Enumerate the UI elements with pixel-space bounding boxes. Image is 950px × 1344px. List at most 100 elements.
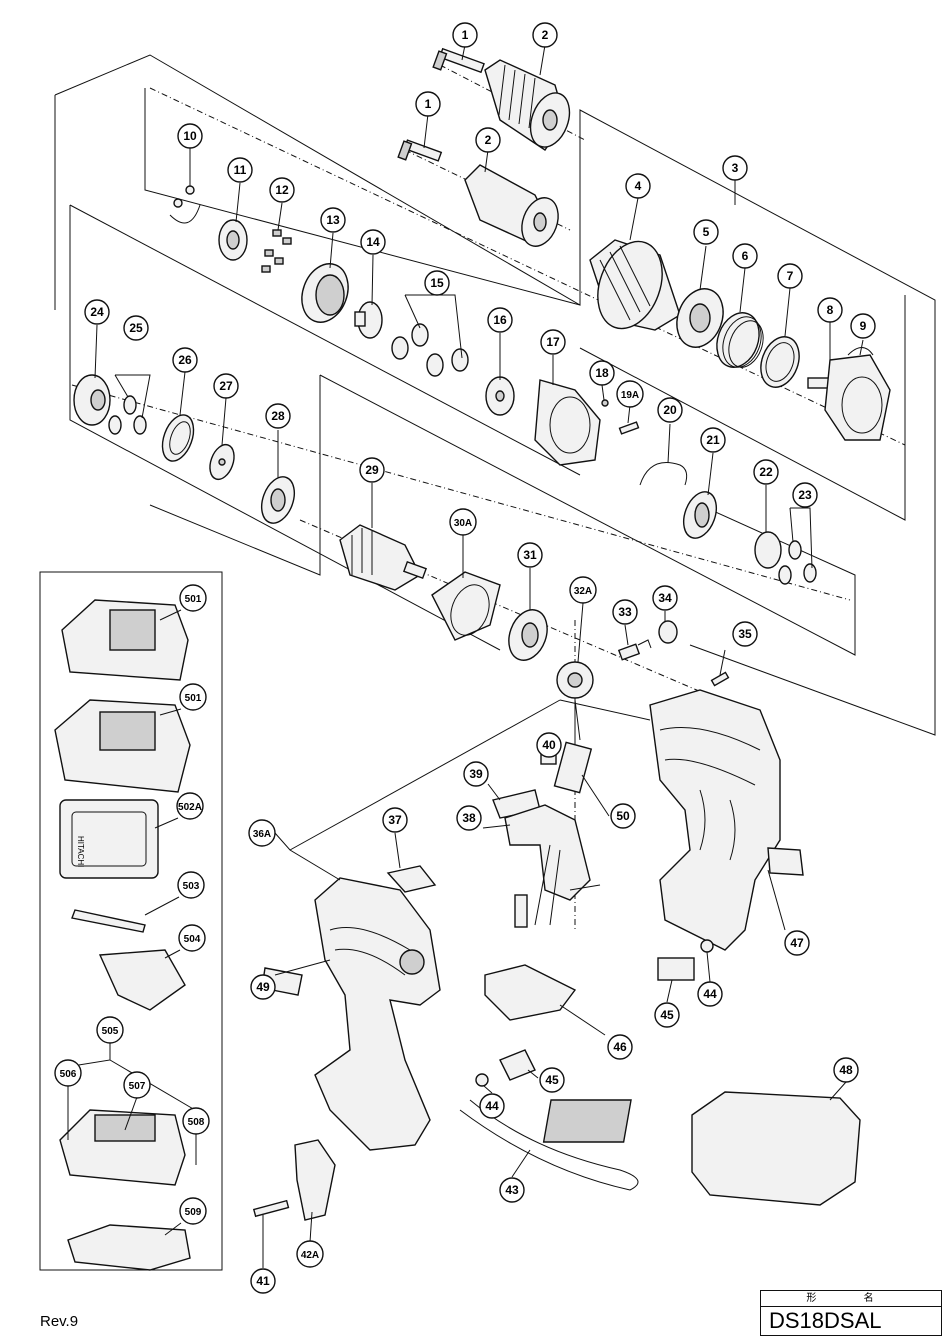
spindle-shape-8: [807, 354, 891, 441]
callout-label: 28: [271, 409, 285, 423]
callout-504: 504: [178, 924, 206, 952]
callout-23: 23: [792, 482, 818, 508]
callout-14: 14: [360, 229, 386, 255]
callout-21: 21: [700, 427, 726, 453]
chuck-shape-2b: [464, 164, 559, 247]
brush-shape-33: [617, 639, 652, 661]
housing-right-shape: [649, 689, 781, 951]
cap-shape-34: [658, 620, 678, 644]
screw-shape-18: [601, 399, 609, 407]
callout-label: 1: [462, 28, 469, 42]
model-label: 形 名: [761, 1291, 941, 1307]
callout-39: 39: [463, 761, 489, 787]
planet-gears-23: [778, 540, 817, 585]
callout-507: 507: [123, 1071, 151, 1099]
screw-shape-1b: [397, 139, 443, 162]
callout-label: 8: [827, 303, 834, 317]
holder-shape-32A: [556, 661, 594, 741]
callout-37: 37: [382, 807, 408, 833]
callout-11: 11: [227, 157, 253, 183]
callout-label: 504: [184, 934, 201, 945]
callout-6: 6: [732, 243, 758, 269]
callout-29: 29: [359, 457, 385, 483]
callout-label: 9: [860, 319, 867, 333]
callout-50: 50: [610, 803, 636, 829]
panel-frames: [39, 54, 936, 1271]
charger-shape-501a: [61, 599, 189, 681]
plate-shape-28: [260, 476, 296, 524]
callout-label: 23: [798, 488, 812, 502]
callout-label: 13: [326, 213, 340, 227]
callout-label: 38: [462, 811, 476, 825]
callout-label: 43: [505, 1183, 519, 1197]
callout-22: 22: [753, 459, 779, 485]
callout-label: 49: [256, 980, 270, 994]
screw-shape-19A: [618, 421, 640, 435]
callout-27: 27: [213, 373, 239, 399]
screw-shape-1a: [432, 47, 485, 74]
callout-32A: 32A: [569, 576, 597, 604]
callout-8: 8: [817, 297, 843, 323]
cap-shape-31: [508, 609, 548, 661]
callout-label: 1: [425, 97, 432, 111]
callout-label: 31: [523, 548, 537, 562]
callout-15: 15: [424, 270, 450, 296]
callout-2: 2: [532, 22, 558, 48]
callout-43: 43: [499, 1177, 525, 1203]
callout-label: 46: [613, 1040, 627, 1054]
callout-5: 5: [693, 219, 719, 245]
callout-35: 35: [732, 621, 758, 647]
callout-40: 40: [536, 732, 562, 758]
washer-shape-16: [485, 376, 515, 416]
callout-label: 18: [595, 366, 609, 380]
case-shape-505: [59, 1109, 186, 1186]
nut-shape-44b: [475, 1073, 489, 1087]
callout-label: 20: [663, 403, 677, 417]
leader-lines: [59, 44, 864, 1268]
callout-label: 21: [706, 433, 720, 447]
callout-1: 1: [415, 91, 441, 117]
callout-2: 2: [475, 127, 501, 153]
callout-30A: 30A: [449, 508, 477, 536]
callout-label: 44: [703, 987, 717, 1001]
callout-41: 41: [250, 1268, 276, 1294]
spring-shape-6: [716, 312, 764, 368]
clip-shape-20: [639, 462, 688, 486]
callout-505: 505: [96, 1016, 124, 1044]
charger-shape-501b: [54, 699, 191, 793]
callout-label: 48: [839, 1063, 853, 1077]
block-shape-45a: [657, 957, 695, 981]
callout-24: 24: [84, 299, 110, 325]
carrier-shape-22: [754, 531, 782, 569]
callout-label: 4: [635, 179, 642, 193]
screw-shape-41: [252, 1199, 290, 1218]
callout-label: 14: [366, 235, 380, 249]
callout-25: 25: [123, 315, 149, 341]
callout-label: 45: [545, 1073, 559, 1087]
callout-label: 11: [234, 163, 247, 177]
callout-16: 16: [487, 307, 513, 333]
callout-9: 9: [850, 313, 876, 339]
washer-shape-7: [760, 336, 800, 388]
housing-shape-30A: [431, 571, 501, 641]
callout-20: 20: [657, 397, 683, 423]
callout-31: 31: [517, 542, 543, 568]
callout-18: 18: [589, 360, 615, 386]
callout-42A: 42A: [296, 1240, 324, 1268]
callout-13: 13: [320, 207, 346, 233]
callout-508: 508: [182, 1107, 210, 1135]
callout-label: 33: [618, 605, 632, 619]
callout-33: 33: [612, 599, 638, 625]
callout-label: 26: [178, 353, 192, 367]
washer-shape-27: [209, 443, 235, 481]
nut-shape-44a: [700, 939, 714, 953]
callout-501: 501: [179, 683, 207, 711]
case-brand-text: HITACHI: [76, 836, 85, 867]
ring-shape-5: [676, 288, 724, 348]
callout-label: 6: [742, 249, 749, 263]
callout-label: 36A: [253, 829, 271, 840]
nut-shape-11: [218, 219, 248, 261]
callout-44: 44: [697, 981, 723, 1007]
callout-label: 507: [129, 1081, 146, 1092]
